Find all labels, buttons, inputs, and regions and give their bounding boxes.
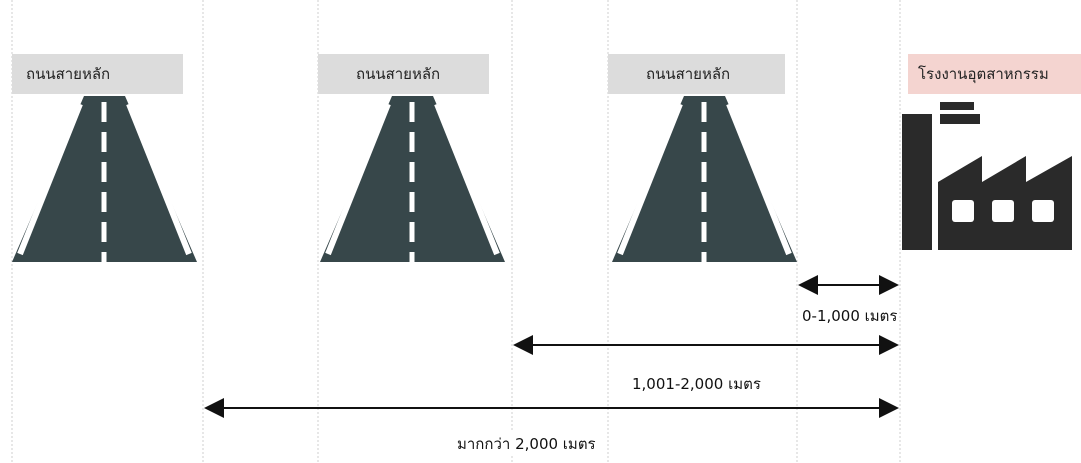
- distance-label: มากกว่า 2,000 เมตร: [455, 432, 598, 456]
- distance-label: 1,001-2,000 เมตร: [630, 372, 763, 396]
- distance-label: 0-1,000 เมตร: [800, 304, 899, 328]
